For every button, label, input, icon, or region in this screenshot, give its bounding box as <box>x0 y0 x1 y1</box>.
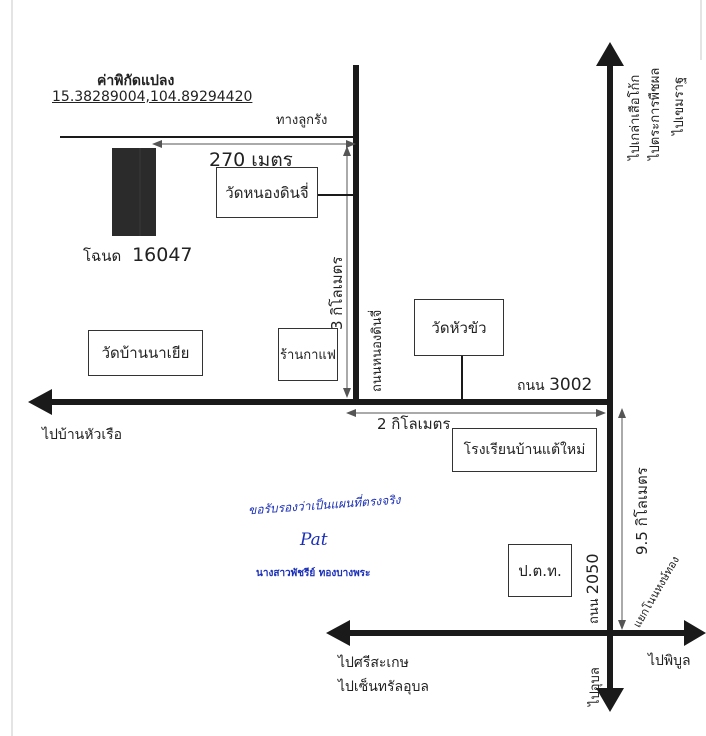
arrow-south <box>596 688 624 712</box>
direction-north-1: ไปเกล่าเสือโก้ก <box>628 74 643 160</box>
road-2050-prefix: ถนน <box>587 598 602 624</box>
dim-3km-head-bottom <box>343 388 351 398</box>
distance-3km: 3 กิโลเมตร <box>328 256 346 330</box>
road-3002-label: ถนน 3002 <box>517 375 592 397</box>
arrow-west <box>28 389 52 415</box>
dim-2km-head-right <box>596 409 606 417</box>
wat-nong-din-chi-label: วัดหนองดินจี่ <box>225 183 309 202</box>
distance-9-5km: 9.5 กิโลเมตร <box>633 467 651 555</box>
distance-270m: 270 เมตร <box>209 149 293 171</box>
nong-din-chi-road-label: ถนนหนองดินจี่ <box>370 309 385 392</box>
coffee-shop-label: ร้านกาแฟ <box>280 348 336 363</box>
ptt-label: ป.ต.ท. <box>518 561 562 580</box>
wat-hua-khua-label: วัดหัวขัว <box>431 318 487 337</box>
wat-hua-khua-box: วัดหัวขัว <box>414 299 504 356</box>
plot-label-prefix: โฉนด <box>83 247 122 265</box>
distance-2km: 2 กิโลเมตร <box>377 415 451 433</box>
signature: Pat <box>300 530 328 550</box>
certifier-name: นางสาวพัชรีย์ ทองบางพระ <box>256 568 371 579</box>
plot-label: โฉนด 16047 <box>83 244 193 268</box>
ptt-box: ป.ต.ท. <box>508 544 572 597</box>
laterite-road-label: ทางลูกรัง <box>276 113 328 128</box>
direction-north-3: ไปเขมราฐ <box>672 76 687 135</box>
direction-sw-2: ไปเซ็นทรัลอุบล <box>338 679 429 695</box>
road-2050-label: ถนน 2050 <box>583 553 604 624</box>
arrow-north <box>596 42 624 66</box>
direction-south: ไปอุบล <box>588 667 603 706</box>
arrow-east <box>684 620 706 646</box>
dim-270-head-left <box>152 140 162 148</box>
school-label: โรงเรียนบ้านแต้ใหม่ <box>463 442 586 458</box>
dim-2km-head-left <box>346 409 356 417</box>
dim-9-5km-head-top <box>618 408 626 418</box>
dim-9-5km-head-bottom <box>618 620 626 630</box>
dim-3km-head-top <box>343 146 351 156</box>
direction-west: ไปบ้านหัวเรือ <box>42 427 123 443</box>
direction-north-2: ไปตระการพืชผล <box>648 67 663 160</box>
land-plot <box>112 148 156 236</box>
coffee-shop-box: ร้านกาแฟ <box>278 328 338 381</box>
wat-ban-na-ya-box: วัดบ้านนาเยีย <box>88 330 203 376</box>
road-3002-prefix: ถนน <box>517 378 545 394</box>
coords-value: 15.38289004,104.89294420 <box>52 89 253 105</box>
road-2050-number: 2050 <box>583 553 602 595</box>
wat-nong-din-chi-box: วัดหนองดินจี่ <box>216 167 318 218</box>
plot-number: 16047 <box>132 244 193 266</box>
wat-ban-na-ya-label: วัดบ้านนาเยีย <box>101 344 190 362</box>
direction-sw-1: ไปศรีสะเกษ <box>338 655 409 671</box>
coords-label: ค่าพิกัดแปลง <box>97 73 175 89</box>
direction-east: ไปพิบูล <box>648 653 691 669</box>
road-3002-number: 3002 <box>549 375 593 395</box>
dim-270-head-right <box>346 140 356 148</box>
school-box: โรงเรียนบ้านแต้ใหม่ <box>452 428 597 472</box>
arrow-sw <box>326 620 350 646</box>
